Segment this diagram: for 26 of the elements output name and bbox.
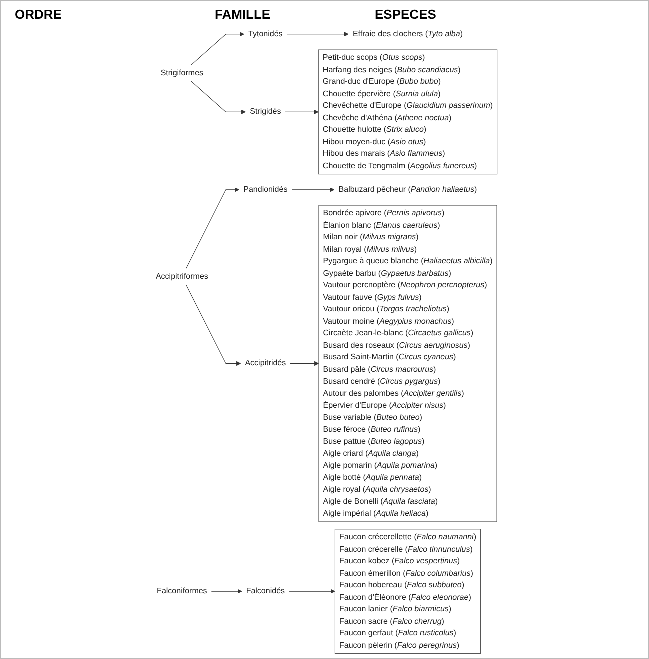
arrow [286,32,349,37]
column-heading: ESPECES [375,7,438,22]
node-text: Strigidés [250,107,282,116]
node-text: Falconiformes [157,586,208,596]
node-box: Bondrée apivore (Pernis apivorus) Élanion blanc (Elanus caeruleus) Milan noir (Milvus migrans) Milan royal (Milvus milvus) Pygargue à queue blanche (Haliaeetus albicilla) Gypaète barbu (Gypaetus barbatus) Vautour percnoptère (Neophron percnopterus) Vautour fauve (Gyps fulvus) Vautour oricou (Torgos tracheliotus) Vautour moine (Aegypius monachus) Circaète Jean-le-blanc (Circaetus gallicus) Busard des roseaux (Circus aeruginosus) Busard Saint-Martin (Circus cyaneus) Busard pâle (Circus macrourus) Busard cendré (Circus pygargus) Autour des palombes (Accipiter gentilis) Épervier d'Europe (Accipiter nisus) Buse variable (Buteo buteo) Buse féroce (Buteo rufinus) Buse pattue (Buteo lagopus) Aigle criard (Aquila clanga) Aigle pomarin (Aquila pomarina) Aigle botté (Aquila pennata) Aigle royal (Aquila chrysaetos) Aigle de Bonelli (Aquila fasciata) Aigle impérial (Aquila heliaca) [318,205,498,522]
arrow [285,110,319,115]
node-text: Effraie des clochers (Tyto alba) [352,29,463,39]
node-text: Accipitriformes [156,272,208,281]
arrow [186,188,240,269]
node-text: Tytonidés [248,29,283,39]
column-heading: FAMILLE [215,7,272,22]
arrow [292,188,335,192]
arrow [290,361,320,366]
arrow [191,32,244,66]
node-text: Falconidés [246,586,286,596]
arrow [289,589,336,594]
node-text: Balbuzard pêcheur (Pandion haliaetus) [338,185,478,194]
arrow [186,284,242,366]
column-heading: ORDRE [15,7,63,22]
node-text: Accipitridés [245,358,286,368]
node-box: Faucon crécerellette (Falco naumanni) Faucon crécerelle (Falco tinnunculus) Faucon kobez (Falco vespertinus) Faucon émerillon (Falco columbarius) Faucon hobereau (Falco subbuteo) Faucon d'Éléonore (Falco eleonorae) Faucon lanier (Falco biarmicus) Faucon sacre (Falco cherrug) Faucon gerfaut (Falco rusticolus) Faucon pèlerin (Falco peregrinus) [334,529,482,654]
node-text: Pandionidés [244,185,288,194]
node-box: Petit-duc scops (Otus scops) Harfang des neiges (Bubo scandiacus) Grand-duc d'Europe (Bubo bubo) Chouette épervière (Surnia ulula) Chevêchette d'Europe (Glaucidium passerinum) Chevêche d'Athéna (Athene noctua) Chouette hulotte (Strix aluco) Hibou moyen-duc (Asio otus) Hibou des marais (Asio flammeus) Chouette de Tengmalm (Aegolius funereus) [318,50,498,175]
node-text: Strigiformes [160,68,204,78]
arrow [211,589,242,594]
arrow [191,81,246,115]
